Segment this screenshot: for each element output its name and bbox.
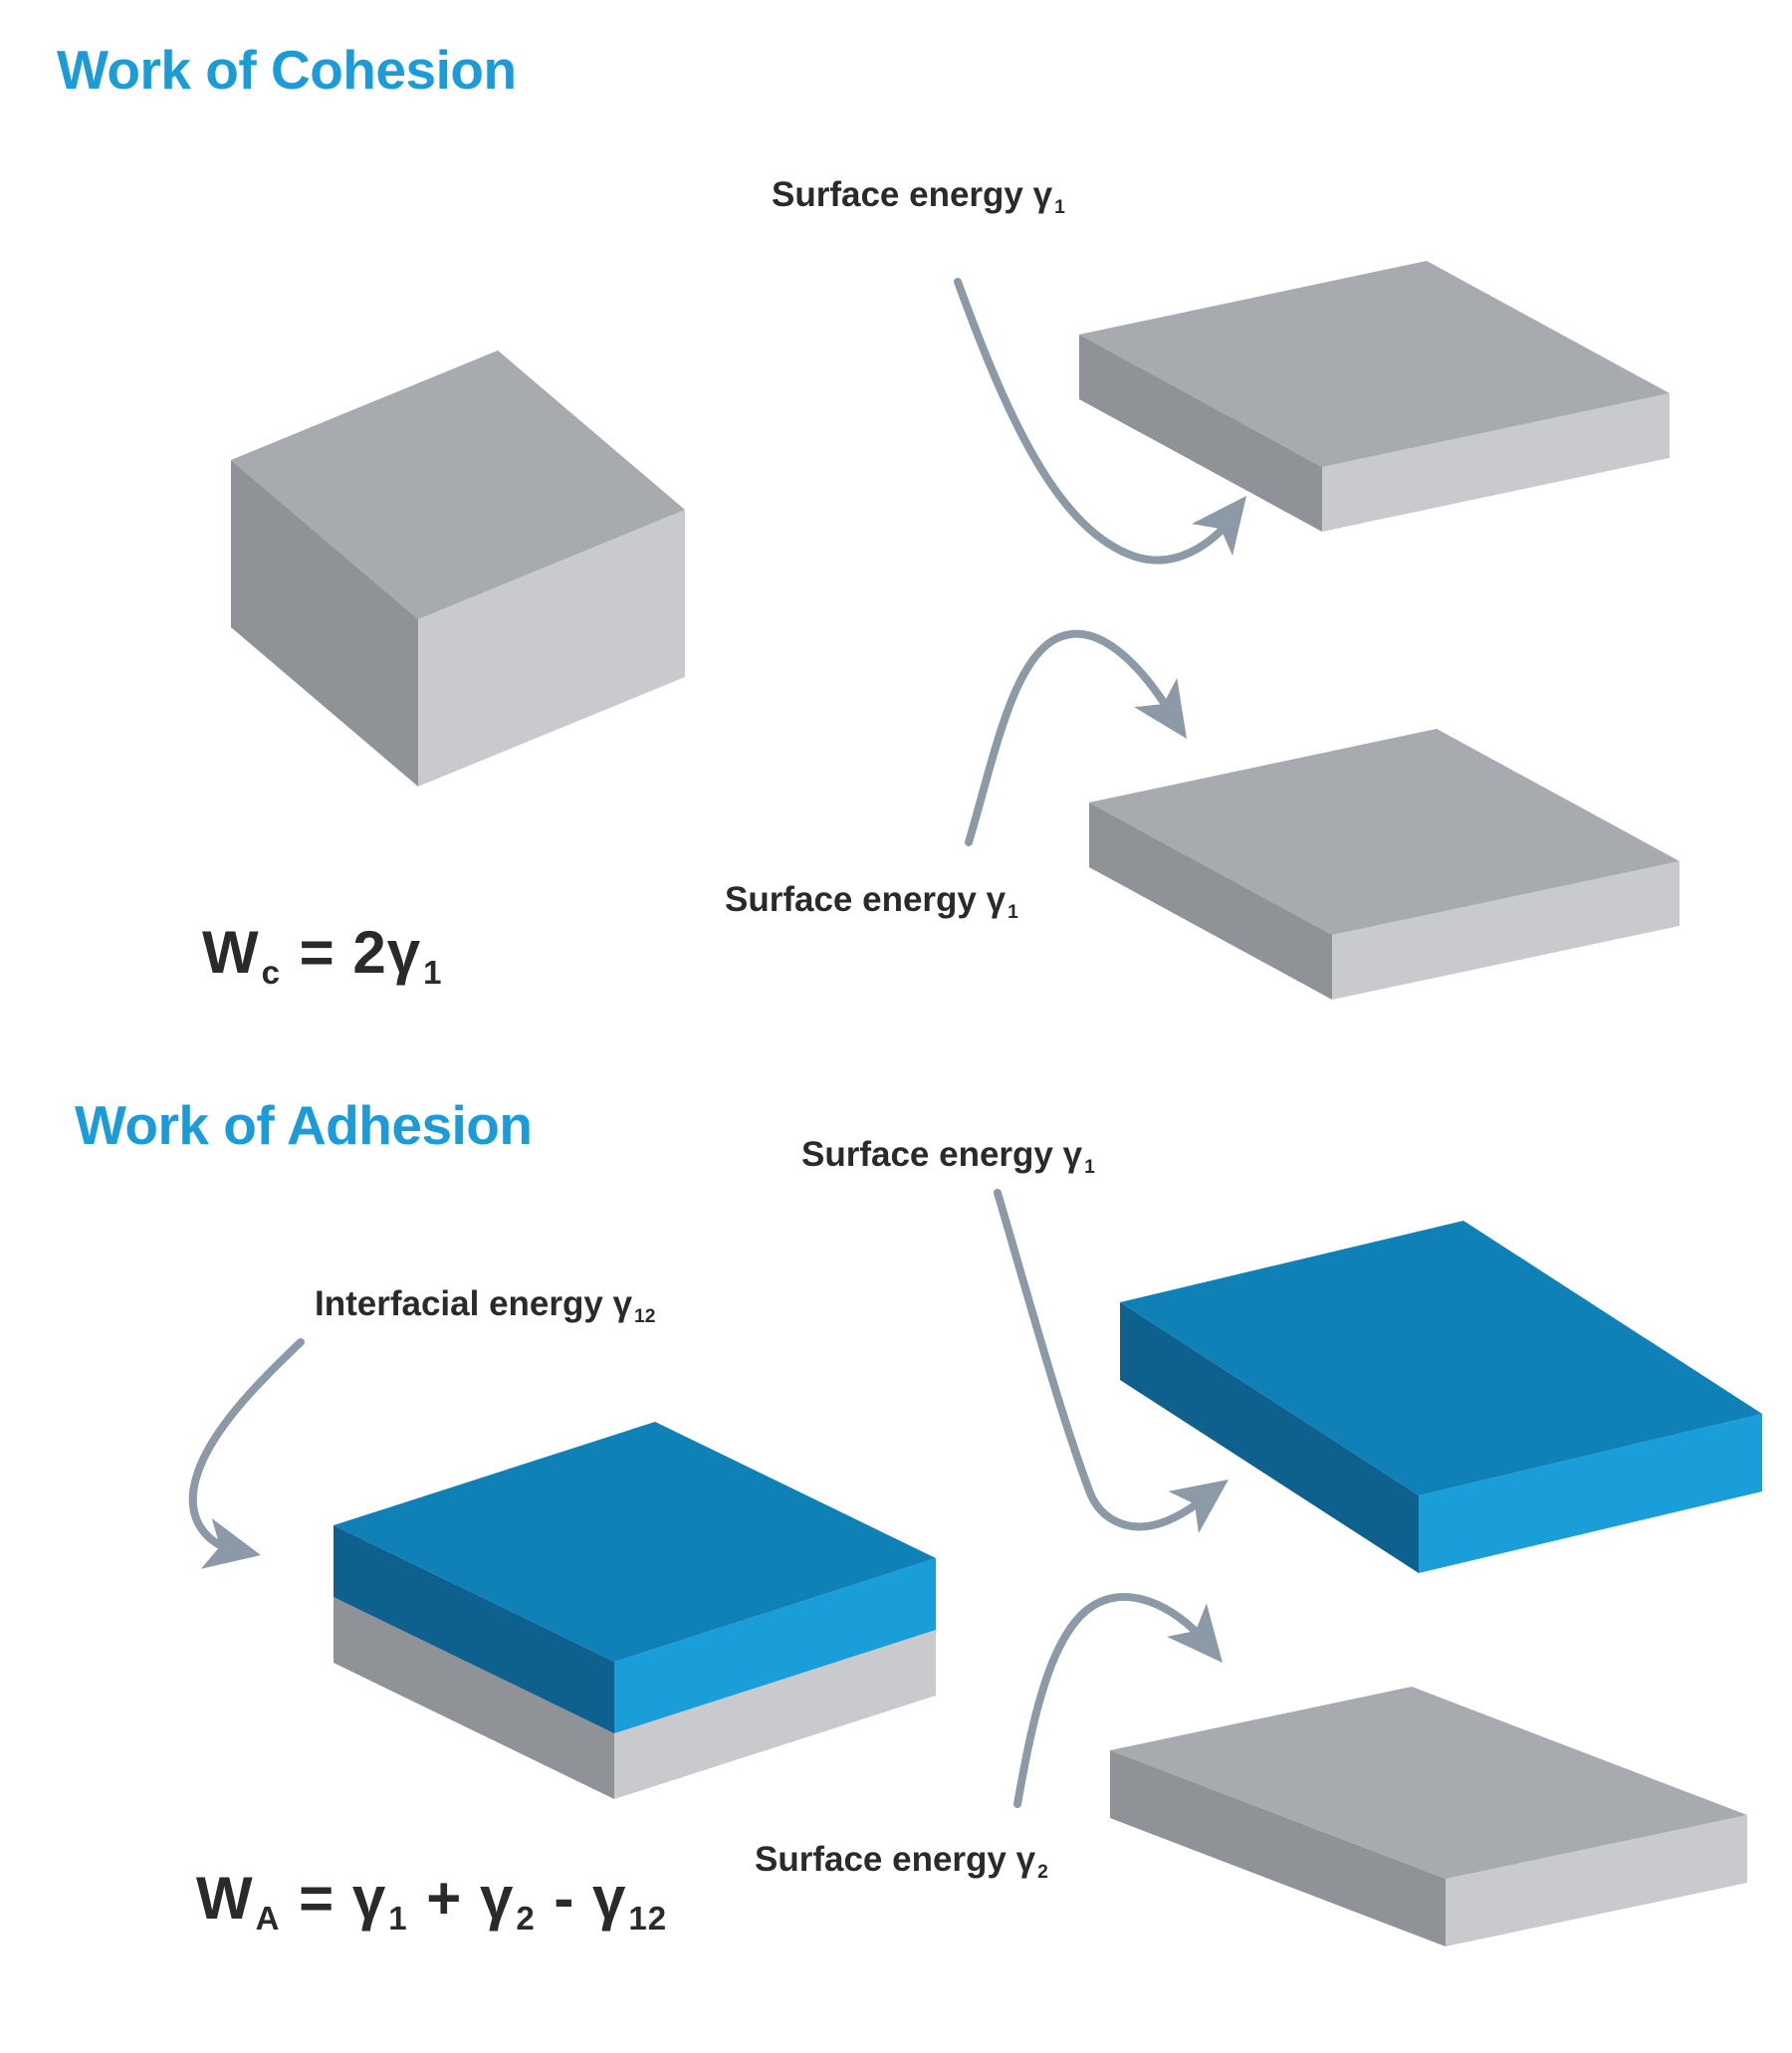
adhesion-substrate-top-face bbox=[1110, 1687, 1747, 1879]
interfacial-arrow-line bbox=[188, 1338, 305, 1555]
cohesion-block-upper-left-face bbox=[1079, 335, 1322, 532]
adhesion-arrow-bottom-line bbox=[1013, 1593, 1209, 1808]
adhesion-arrow-bottom-head bbox=[1167, 1603, 1223, 1663]
cohesion-block-original-left-face bbox=[231, 460, 418, 787]
adhesion-arrow-top-head bbox=[1168, 1480, 1229, 1533]
adhesion-section-title: Work of Adhesion bbox=[75, 1094, 533, 1156]
cohesion-block-original-right-face bbox=[418, 510, 685, 787]
adhesion-block-film bbox=[1120, 1221, 1762, 1573]
interfacial-arrow bbox=[188, 1338, 305, 1569]
cohesion-arrow-top-head bbox=[1192, 496, 1246, 557]
cohesion-block-lower bbox=[1089, 729, 1680, 1000]
bilayer-substrate-left-face bbox=[334, 1597, 614, 1799]
adhesion-arrow-top-line bbox=[994, 1189, 1217, 1531]
bilayer-film-left-face bbox=[334, 1525, 614, 1733]
cohesion-section-title: Work of Cohesion bbox=[57, 39, 517, 101]
cohesion-arrow-bottom-head bbox=[1134, 678, 1187, 739]
cohesion-formula: Wc = 2γ1 bbox=[202, 919, 443, 992]
cohesion-block-lower-left-face bbox=[1089, 802, 1332, 1000]
adhesion-substrate-right-face bbox=[1446, 1815, 1747, 1946]
adhesion-film-right-face bbox=[1419, 1414, 1762, 1573]
adhesion-arrow-bottom bbox=[1013, 1593, 1223, 1808]
cohesion-block-upper bbox=[1079, 261, 1670, 532]
bilayer-film-right-face bbox=[614, 1558, 936, 1733]
cohesion-arrow-bottom bbox=[965, 629, 1187, 846]
interfacial-arrow-head bbox=[200, 1517, 261, 1569]
bilayer-substrate-right-face bbox=[614, 1630, 936, 1799]
adhesion-formula: WA = γ1 + γ2 - γ12 bbox=[196, 1865, 668, 1938]
adhesion-substrate-left-face bbox=[1110, 1750, 1446, 1946]
cohesion-block-lower-top-face bbox=[1089, 729, 1680, 935]
cohesion-block-original bbox=[231, 350, 685, 787]
cohesion-block-upper-top-face bbox=[1079, 261, 1670, 467]
adhesion-block-substrate bbox=[1110, 1687, 1747, 1946]
cohesion-arrow-top-line bbox=[954, 278, 1238, 565]
adhesion-arrow-top bbox=[994, 1189, 1229, 1533]
adhesion-film-top-face bbox=[1120, 1221, 1762, 1495]
cohesion-arrow-bottom-line bbox=[965, 629, 1174, 846]
bilayer-film-top-face bbox=[334, 1422, 936, 1662]
cohesion-block-upper-right-face bbox=[1322, 393, 1670, 532]
cohesion-block-original-top-face bbox=[231, 350, 685, 619]
adhesion-film-left-face bbox=[1120, 1302, 1419, 1573]
cohesion-block-lower-right-face bbox=[1332, 861, 1680, 1000]
cohesion-arrow-top bbox=[954, 278, 1246, 565]
adhesion-block-bilayer bbox=[334, 1422, 936, 1799]
